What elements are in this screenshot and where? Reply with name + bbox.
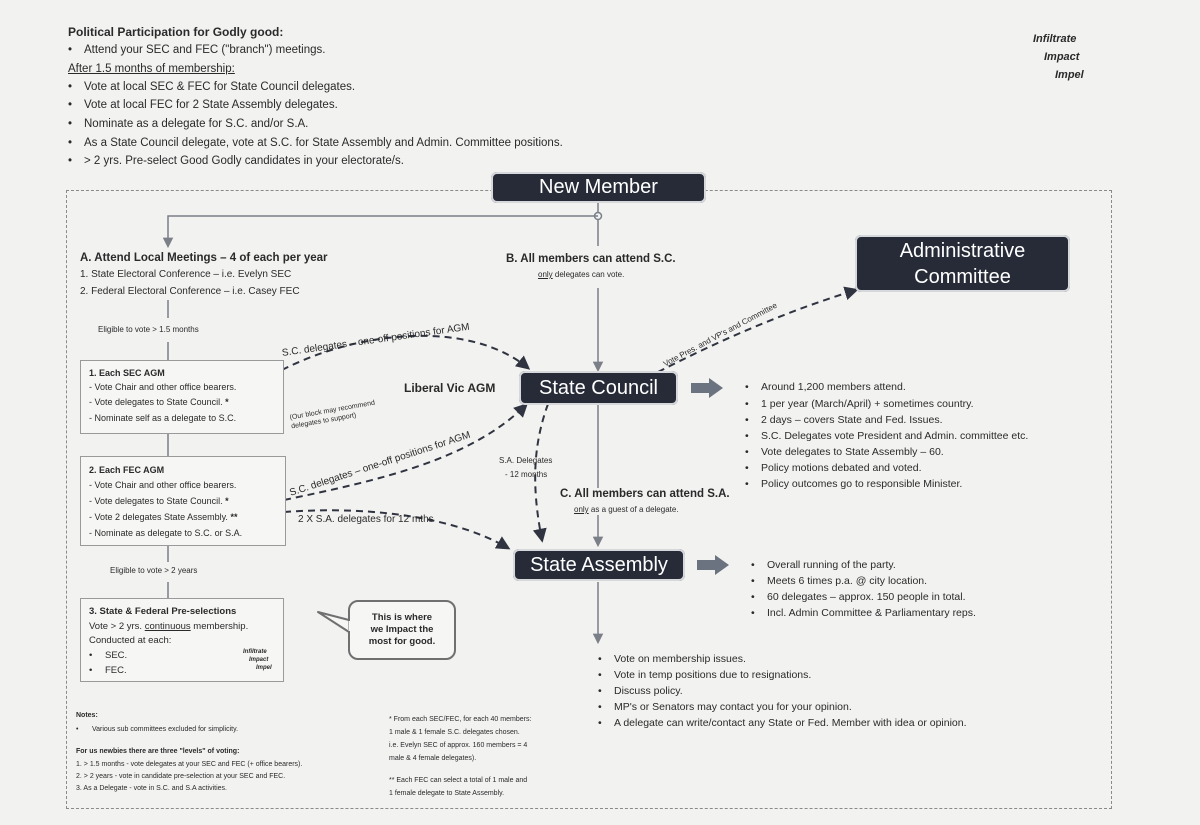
- motto-line: Impact: [1044, 51, 1080, 63]
- notes-title: Notes:: [76, 712, 98, 719]
- outcome-item: Vote on membership issues.: [598, 653, 746, 665]
- eligible-label: Eligible to vote > 1.5 months: [98, 325, 199, 334]
- levels-item: 1. > 1.5 months - vote delegates at your…: [76, 761, 303, 768]
- preselection-item: SEC.: [89, 650, 127, 661]
- fact-item: 2 days – covers State and Fed. Issues.: [745, 414, 943, 426]
- preselection-title: 3. State & Federal Pre-selections: [89, 606, 237, 617]
- edge-label: S.A. Delegates: [499, 456, 553, 465]
- fact-item: Incl. Admin Committee & Parliamentary re…: [751, 607, 976, 619]
- outcome-item: A delegate can write/contact any State o…: [598, 717, 967, 729]
- fact-item: Meets 6 times p.a. @ city location.: [751, 575, 927, 587]
- header-bullet: Attend your SEC and FEC ("branch") meeti…: [68, 44, 325, 56]
- footnote-line: i.e. Evelyn SEC of approx. 160 members =…: [389, 742, 528, 749]
- levels-item: 3. As a Delegate - vote in S.C. and S.A …: [76, 785, 227, 792]
- edge-label: 2 X S.A. delegates for 12 mths: [298, 514, 434, 525]
- outcome-item: Discuss policy.: [598, 685, 683, 697]
- section-c-title: C. All members can attend S.A.: [560, 488, 730, 500]
- header-title: Political Participation for Godly good:: [68, 25, 284, 39]
- preselection-line: Conducted at each:: [89, 635, 172, 646]
- header-after-item: Vote at local SEC & FEC for State Counci…: [68, 81, 355, 93]
- fact-item: S.C. Delegates vote President and Admin.…: [745, 430, 1028, 442]
- connector-to-section-a: [162, 215, 598, 249]
- admin-committee-line: Administrative: [899, 239, 1026, 262]
- fact-item: Overall running of the party.: [751, 559, 896, 571]
- fec-agm-title: 2. Each FEC AGM: [89, 465, 165, 475]
- mini-motto: Impact: [249, 657, 269, 663]
- big-right-arrow-icon: [697, 555, 729, 575]
- dashed-arrow-icon: [283, 403, 528, 501]
- levels-title: For us newbies there are three "levels" …: [76, 748, 240, 755]
- liberal-vic-agm-label: Liberal Vic AGM: [404, 381, 496, 395]
- preselection-box: 3. State & Federal Pre-selections Vote >…: [80, 598, 284, 682]
- footnote-line: * From each SEC/FEC, for each 40 members…: [389, 716, 532, 723]
- header-after-item: Vote at local FEC for 2 State Assembly d…: [68, 99, 338, 111]
- sec-agm-line: - Vote Chair and other office bearers.: [89, 382, 237, 392]
- section-a-title: A. Attend Local Meetings – 4 of each per…: [80, 252, 328, 264]
- footnote-line: 1 female delegate to State Assembly.: [389, 790, 505, 797]
- outcome-item: Vote in temp positions due to resignatio…: [598, 669, 811, 681]
- section-a-item: 1. State Electoral Conference – i.e. Eve…: [80, 269, 292, 280]
- fact-item: Vote delegates to State Assembly – 60.: [745, 446, 944, 458]
- dashed-arrow-icon: [532, 403, 549, 543]
- footnote-line: 1 male & 1 female S.C. delegates chosen.: [389, 729, 520, 736]
- big-right-arrow-icon: [691, 378, 723, 398]
- footnote-line: male & 4 female delegates).: [389, 755, 477, 762]
- mini-motto: Impel: [256, 665, 272, 671]
- fact-item: 1 per year (March/April) + sometimes cou…: [745, 398, 974, 410]
- fec-agm-line: - Vote Chair and other office bearers.: [89, 480, 237, 490]
- section-b-note: only delegates can vote.: [538, 270, 625, 279]
- notes-item: Various sub committees excluded for simp…: [76, 726, 238, 733]
- section-b-title: B. All members can attend S.C.: [506, 253, 676, 265]
- sec-agm-box: 1. Each SEC AGM - Vote Chair and other o…: [80, 360, 284, 434]
- fact-item: 60 delegates – approx. 150 people in tot…: [751, 591, 966, 603]
- state-assembly-node: State Assembly: [513, 549, 685, 581]
- fec-agm-line: - Vote delegates to State Council. *: [89, 496, 229, 506]
- section-a-item: 2. Federal Electoral Conference – i.e. C…: [80, 286, 300, 297]
- preselection-item: FEC.: [89, 665, 127, 676]
- admin-committee-node: Administrative Committee: [855, 235, 1070, 292]
- outcome-item: MP's or Senators may contact you for you…: [598, 701, 852, 713]
- header-after-item: > 2 yrs. Pre-select Good Godly candidate…: [68, 155, 404, 167]
- header-after-item: As a State Council delegate, vote at S.C…: [68, 137, 563, 149]
- fec-agm-line: - Nominate as delegate to S.C. or S.A.: [89, 528, 243, 538]
- fact-item: Policy motions debated and voted.: [745, 462, 922, 474]
- header-after-item: Nominate as a delegate for S.C. and/or S…: [68, 118, 308, 130]
- state-council-node: State Council: [519, 371, 678, 405]
- dashed-arrow-icon: [281, 334, 531, 371]
- sec-agm-title: 1. Each SEC AGM: [89, 368, 165, 378]
- eligible-label: Eligible to vote > 2 years: [110, 566, 198, 575]
- levels-item: 2. > 2 years - vote in candidate pre-sel…: [76, 773, 286, 780]
- admin-committee-line: Committee: [914, 265, 1011, 288]
- new-member-node: New Member: [491, 172, 706, 203]
- impact-callout: This is where we Impact the most for goo…: [348, 600, 456, 660]
- sec-agm-line: - Vote delegates to State Council. *: [89, 397, 229, 407]
- sec-agm-line: - Nominate self as a delegate to S.C.: [89, 413, 237, 423]
- motto-line: Impel: [1055, 69, 1084, 81]
- mini-motto: Infiltrate: [243, 649, 267, 655]
- footnote-line: ** Each FEC can select a total of 1 male…: [389, 777, 528, 784]
- fec-agm-box: 2. Each FEC AGM - Vote Chair and other o…: [80, 456, 286, 546]
- fact-item: Around 1,200 members attend.: [745, 381, 906, 393]
- fact-item: Policy outcomes go to responsible Minist…: [745, 478, 962, 490]
- fec-agm-line: - Vote 2 delegates State Assembly. **: [89, 512, 238, 522]
- header-after-heading: After 1.5 months of membership:: [68, 63, 235, 75]
- edge-label: - 12 months: [505, 470, 548, 479]
- motto-line: Infiltrate: [1033, 33, 1077, 45]
- preselection-line: Vote > 2 yrs. continuous membership.: [89, 621, 249, 632]
- dashed-arrow-icon: [657, 286, 859, 373]
- section-c-note: only as a guest of a delegate.: [574, 505, 679, 514]
- dashed-arrow-icon: [283, 509, 511, 550]
